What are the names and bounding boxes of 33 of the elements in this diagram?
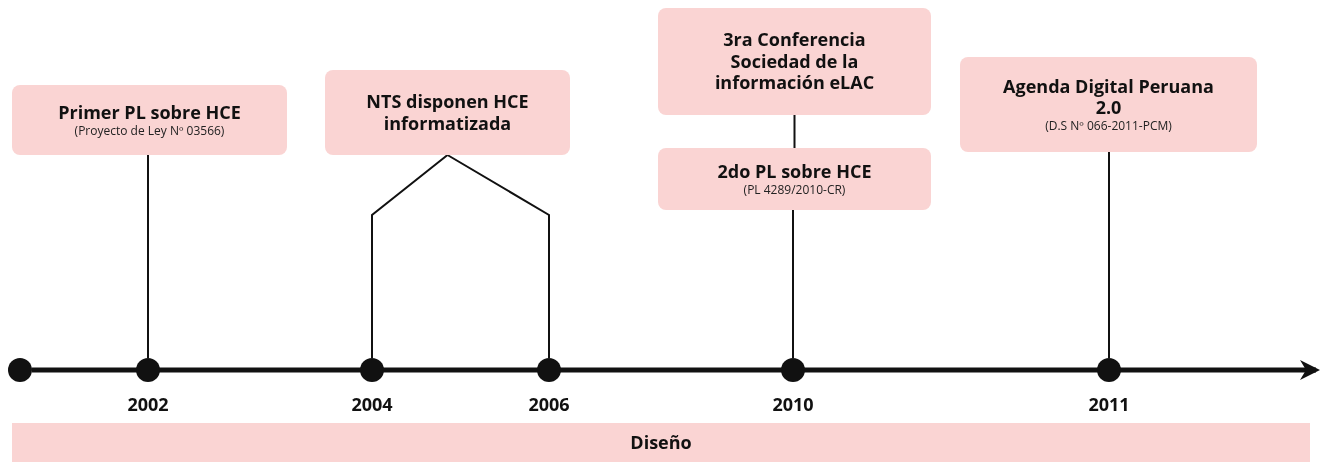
year-label: 2004: [351, 392, 393, 416]
event-title: 2do PL sobre HCE: [717, 161, 872, 183]
phase-band: [12, 423, 1310, 462]
event-title: Agenda Digital Peruana 2.0: [1002, 75, 1215, 119]
timeline-dot: [136, 358, 160, 382]
connector-line: [793, 114, 796, 149]
connector-line: [792, 209, 794, 359]
timeline-dot: [8, 358, 32, 382]
event-reference: (Proyecto de Ley Nº 03566): [74, 123, 225, 138]
connector-line: [147, 154, 149, 359]
event-box: [960, 57, 1257, 152]
year-label: 2002: [127, 392, 169, 416]
event-title: Diseño: [630, 431, 692, 454]
connector-line: [1108, 151, 1110, 359]
connector-line: [371, 154, 449, 359]
timeline-dot: [781, 358, 805, 382]
event-box: [12, 85, 287, 155]
event-title: 3ra Conferencia Sociedad de la información eLAC: [713, 29, 876, 94]
event-reference: (PL 4289/2010-CR): [743, 182, 846, 197]
year-label: 2011: [1088, 392, 1130, 416]
event-box: [658, 148, 931, 210]
connector-line: [446, 154, 550, 359]
event-title: Primer PL sobre HCE: [58, 102, 241, 124]
timeline-arrow: [32, 360, 1320, 380]
event-reference: (D.S Nº 066-2011-PCM): [1045, 118, 1172, 134]
timeline-dot: [360, 358, 384, 382]
event-box: [658, 8, 931, 115]
timeline-dot: [1097, 358, 1121, 382]
event-box: [325, 70, 570, 155]
event-title: NTS disponen HCE informatizada: [365, 90, 530, 135]
year-label: 2006: [528, 392, 570, 416]
year-label: 2010: [772, 392, 814, 416]
timeline-dot: [537, 358, 561, 382]
